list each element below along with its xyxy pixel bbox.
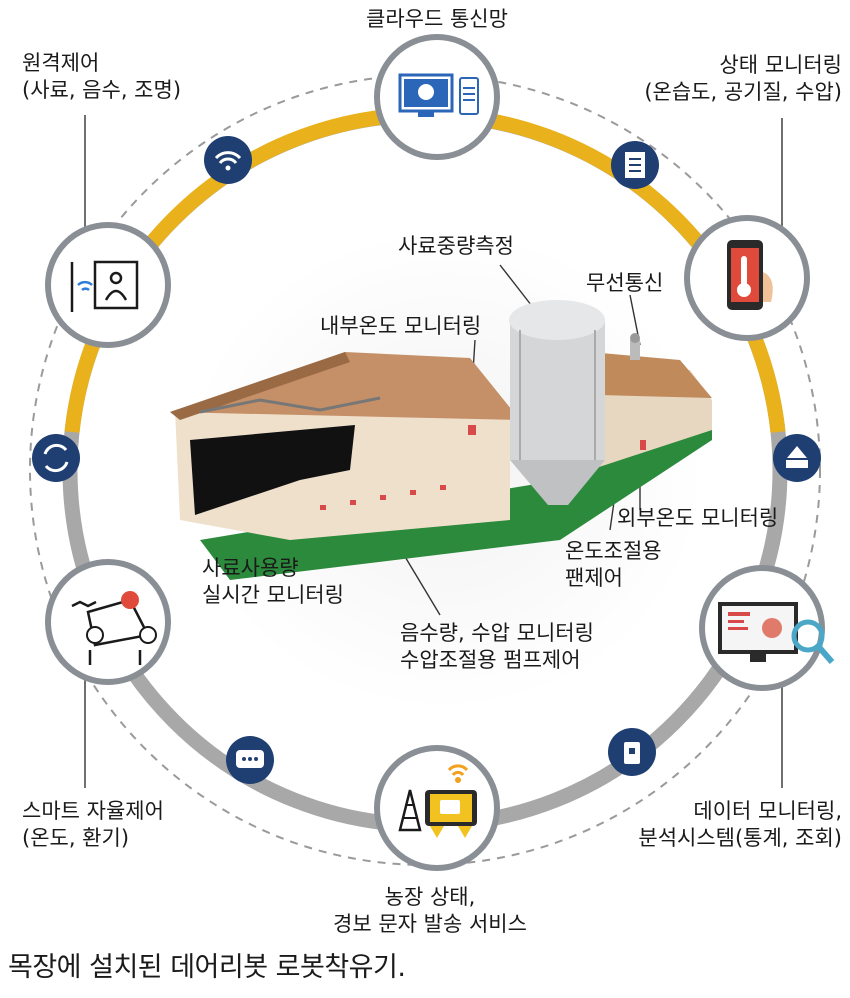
status-monitoring-label: 상태 모니터링 (온습도, 공기질, 수압) [580, 52, 842, 106]
alert-service-line1: 농장 상태, [384, 885, 476, 909]
water-monitoring-label: 음수량, 수압 모니터링 수압조절용 펌프제어 [400, 620, 594, 674]
wireless-label: 무선통신 [586, 271, 664, 295]
outer-temp-label: 외부온도 모니터링 [617, 506, 779, 530]
feed-usage-line1: 사료사용량 [202, 556, 299, 580]
cloud-network-node [374, 34, 500, 160]
smart-control-node [45, 559, 171, 685]
remote-control-line1: 원격제어 [22, 51, 100, 75]
water-monitoring-line2: 수압조절용 펌프제어 [400, 648, 581, 672]
data-analysis-label: 데이터 모니터링, 분석시스템(통계, 조회) [580, 798, 842, 852]
document-badge [611, 141, 659, 189]
remote-control-label: 원격제어 (사료, 음수, 조명) [22, 50, 181, 104]
alert-service-node [374, 745, 500, 871]
data-analysis-line2: 분석시스템(통계, 조회) [638, 826, 842, 850]
feed-usage-line2: 실시간 모니터링 [202, 583, 344, 607]
farm-barn-illustration [170, 300, 712, 580]
feed-weight-label: 사료중량측정 [398, 234, 514, 258]
smart-control-line1: 스마트 자율제어 [22, 799, 164, 823]
status-monitoring-line2: (온습도, 공기질, 수압) [644, 80, 842, 104]
data-analysis-node [699, 565, 835, 691]
remote-control-line2: (사료, 음수, 조명) [22, 78, 182, 102]
smart-control-line2: (온도, 환기) [22, 826, 130, 850]
water-monitoring-line1: 음수량, 수압 모니터링 [400, 621, 594, 645]
alert-service-line2: 경보 문자 발송 서비스 [333, 912, 527, 936]
status-monitoring-node [684, 215, 810, 341]
sync-badge [32, 434, 80, 482]
fan-control-line2: 팬제어 [565, 566, 623, 590]
feed-usage-label: 사료사용량 실시간 모니터링 [202, 555, 344, 609]
data-analysis-line1: 데이터 모니터링, [693, 799, 842, 823]
alert-service-label: 농장 상태, 경보 문자 발송 서비스 [300, 884, 560, 938]
status-monitoring-line1: 상태 모니터링 [719, 53, 842, 77]
fan-control-label: 온도조절용 팬제어 [565, 538, 662, 592]
chat-badge [226, 736, 274, 784]
inner-temp-label: 내부온도 모니터링 [320, 314, 482, 338]
figure-caption: 목장에 설치된 데어리봇 로봇착유기. [8, 952, 406, 983]
cloud-network-label: 클라우드 통신망 [366, 7, 508, 31]
upload-badge [773, 434, 821, 482]
remote-control-node [45, 222, 171, 348]
smart-control-label: 스마트 자율제어 (온도, 환기) [22, 798, 164, 852]
storage-badge [608, 728, 656, 776]
fan-control-line1: 온도조절용 [565, 539, 662, 563]
wifi-badge [204, 136, 252, 184]
